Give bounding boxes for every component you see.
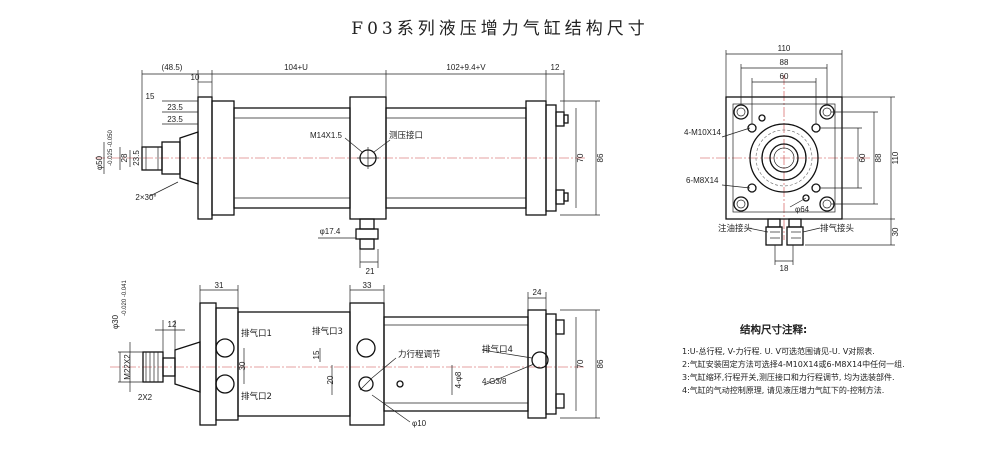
top-dim-15: 15 <box>312 350 321 359</box>
side-dim-18: 18 <box>780 264 789 273</box>
dim-2x30: 2×30° <box>135 193 156 202</box>
top-dim-12: 12 <box>168 320 177 329</box>
dim-15: 15 <box>146 92 155 101</box>
top-dim-86: 86 <box>596 359 605 368</box>
dim-104-u: 104+U <box>284 63 308 72</box>
exhaust-port-2-label: 排气口2 <box>241 391 272 402</box>
dim-phi50-tol: -0.025 -0.050 <box>108 129 114 165</box>
side-dim-88: 88 <box>780 58 789 67</box>
dim-10: 10 <box>191 73 200 82</box>
dim-21: 21 <box>366 267 375 276</box>
bolt-6m8-label: 6-M8X14 <box>686 176 719 185</box>
exhaust-port-3-label: 排气口3 <box>312 326 343 337</box>
notes-title: 结构尺寸注释: <box>740 324 808 336</box>
note-item: 2:气缸安装固定方法可选择4-M10X14或6-M8X14中任何一组. <box>682 360 905 369</box>
top-dim-4phi8: 4-φ8 <box>454 371 463 388</box>
top-dim-31: 31 <box>215 281 224 290</box>
side-dim-phi64: φ64 <box>795 205 810 214</box>
exhaust-port-1-label: 排气口1 <box>241 328 272 339</box>
exhaust-fitting-label: 排气接头 <box>820 223 855 234</box>
top-dim-phi10: φ10 <box>412 419 427 428</box>
front-view: (48.5) 10 104+U 102+9.4+V 12 15 23.5 23.… <box>95 63 605 276</box>
page-title: F03系列液压增力气缸结构尺寸 <box>351 19 649 39</box>
side-dim-110-v: 110 <box>891 151 900 164</box>
dim-102-v: 102+9.4+V <box>446 63 486 72</box>
exhaust-port-4-label: 排气口4 <box>482 344 513 355</box>
dim-28: 28 <box>120 153 129 162</box>
side-dim-60-v: 60 <box>858 153 867 162</box>
dim-23-5-c: 23.5 <box>132 150 141 166</box>
top-dim-phi30-tol: -0.020 -0.041 <box>122 279 128 315</box>
dim-48-5: (48.5) <box>162 63 183 72</box>
dim-23-5-a: 23.5 <box>167 103 183 112</box>
side-view: 110 88 60 4-M10X14 6-M8X14 φ64 注油接头 排气接头… <box>684 44 900 273</box>
side-dim-30: 30 <box>891 227 900 236</box>
note-item: 1:U-总行程, V-力行程. U. V可选范围请见-U. V对照表. <box>682 347 875 356</box>
dim-phi17-4: φ17.4 <box>320 227 341 236</box>
oil-fitting-label: 注油接头 <box>718 223 753 234</box>
notes-panel: 结构尺寸注释: 1:U-总行程, V-力行程. U. V可选范围请见-U. V对… <box>682 322 992 397</box>
note-item: 3:气缸缩环,行程开关,测压接口和力行程调节, 均为选装部件. <box>682 373 895 382</box>
top-dim-33: 33 <box>363 281 372 290</box>
dim-23-5-b: 23.5 <box>167 115 183 124</box>
dim-phi50: φ50 <box>95 155 104 170</box>
side-dim-110: 110 <box>778 44 791 53</box>
side-dim-88-v: 88 <box>874 153 883 162</box>
dim-86: 86 <box>596 153 605 162</box>
top-dim-30: 30 <box>238 361 247 370</box>
top-dim-phi30: φ30 <box>111 314 120 329</box>
top-dim-4g38: 4-G3/8 <box>482 377 507 386</box>
top-dim-2x2: 2X2 <box>138 393 153 402</box>
top-dim-20: 20 <box>326 375 335 384</box>
thread-m22: M22X2 <box>123 354 132 380</box>
dim-70: 70 <box>576 153 585 162</box>
top-view: 31 33 24 12 φ30 -0.020 -0.041 排气口1 排气口2 … <box>110 279 605 428</box>
side-dim-60: 60 <box>780 72 789 81</box>
top-dim-24: 24 <box>533 288 542 297</box>
note-item: 4:气缸的气动控制原理, 请见液压增力气缸下的-控制方法. <box>682 386 885 395</box>
thread-m14: M14X1.5 <box>310 131 343 140</box>
bolt-4m10-label: 4-M10X14 <box>684 128 721 137</box>
top-dim-70: 70 <box>576 359 585 368</box>
pressure-port-label: 测压接口 <box>389 130 423 141</box>
stroke-adjust-label: 力行程调节 <box>398 349 441 360</box>
dim-12: 12 <box>551 63 560 72</box>
